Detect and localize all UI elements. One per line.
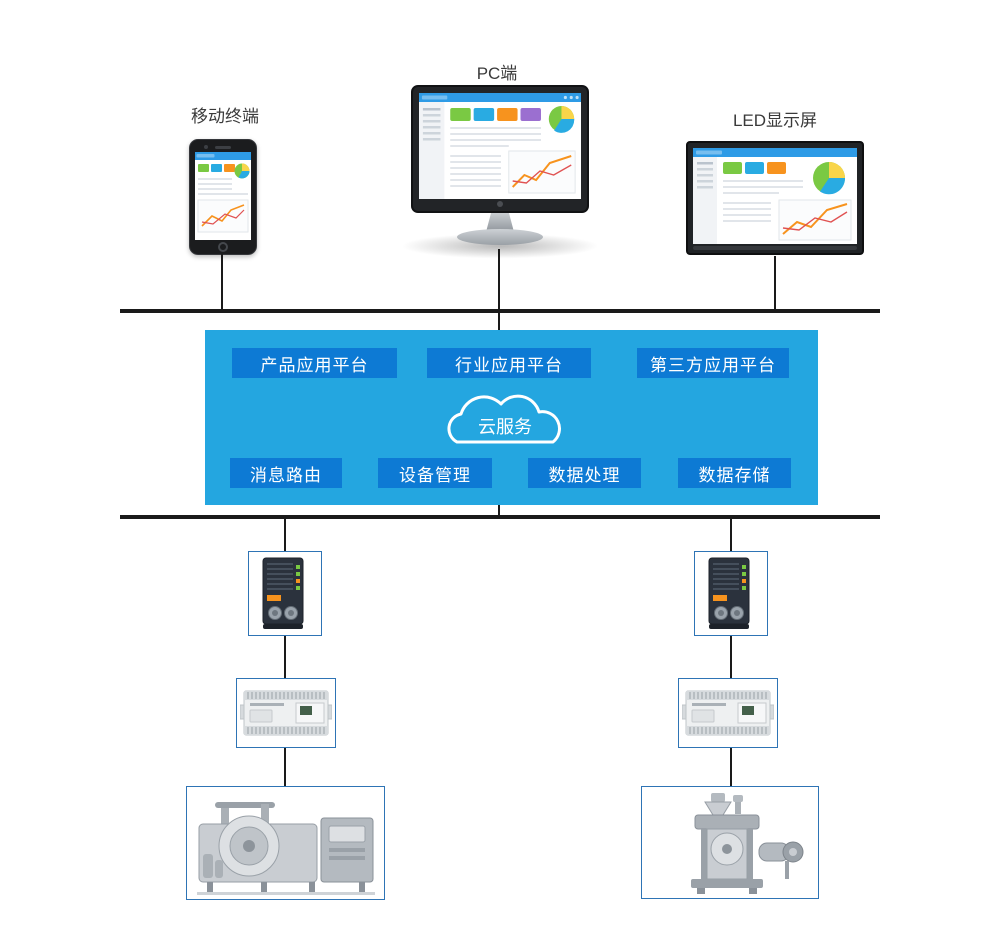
phone-speaker — [215, 146, 231, 149]
led-bottom-bezel-bar — [693, 246, 857, 250]
industrial-washer-machine-icon — [196, 802, 375, 895]
connector-bus-to-gateway-left — [284, 519, 286, 552]
connector-led-to-bus — [774, 256, 776, 310]
monitor-frame — [411, 85, 589, 213]
mobile-terminal-label: 移动终端 — [191, 107, 259, 126]
cloud-shape-icon: 云服务 — [447, 394, 561, 444]
bus-line-bottom — [120, 515, 880, 519]
pc-label: PC端 — [476, 64, 518, 83]
led-display-label: LED显示屏 — [732, 111, 818, 130]
platform-block-industry-app: 行业应用平台 — [427, 348, 591, 378]
plc-controller-icon — [240, 690, 332, 736]
phone-camera-dot — [204, 145, 208, 149]
platform-block-device-management: 设备管理 — [378, 458, 492, 488]
platform-block-data-storage: 数据存储 — [678, 458, 791, 488]
platform-block-data-processing: 数据处理 — [528, 458, 641, 488]
iot-gateway-box-left — [248, 551, 322, 636]
led-display-illustration — [686, 141, 864, 255]
machine-box-right — [641, 786, 819, 899]
cloud-service-label: 云服务 — [478, 417, 532, 437]
connector-mobile-to-bus — [221, 254, 223, 310]
connector-pc-to-platform — [498, 249, 500, 330]
platform-block-product-app: 产品应用平台 — [232, 348, 397, 378]
platform-block-message-routing: 消息路由 — [230, 458, 342, 488]
bus-line-top — [120, 309, 880, 313]
connector-bus-to-gateway-right — [730, 519, 732, 552]
connector-gateway-to-plc-left — [284, 636, 286, 679]
plc-controller-box-right — [678, 678, 778, 748]
smartphone-illustration — [189, 139, 257, 255]
platform-block-thirdparty-app: 第三方应用平台 — [637, 348, 789, 378]
iot-gateway-box-right — [694, 551, 768, 636]
connector-plc-to-machine-left — [284, 748, 286, 787]
phone-home-button — [218, 242, 228, 252]
connector-plc-to-machine-right — [730, 748, 732, 787]
cloud-platform-panel: 产品应用平台 行业应用平台 第三方应用平台 云服务 消息路由 设备管理 数据处理… — [205, 330, 818, 505]
iot-gateway-icon — [708, 557, 750, 629]
plc-controller-box-left — [236, 678, 336, 748]
led-dashboard-preview — [693, 148, 857, 244]
phone-dashboard-preview — [195, 152, 251, 240]
monitor-stand-neck — [486, 213, 514, 232]
tablet-press-machine-icon — [691, 792, 804, 894]
smartphone-dashboard-icon — [195, 152, 251, 240]
machine-box-left — [186, 786, 385, 900]
pc-dashboard-preview — [419, 93, 581, 199]
monitor-stand-base — [457, 229, 543, 245]
iot-gateway-icon — [262, 557, 304, 629]
led-screen-dashboard-icon — [693, 148, 857, 244]
desktop-monitor-dashboard-icon — [419, 93, 581, 199]
plc-controller-icon — [682, 690, 774, 736]
connector-platform-to-bus — [498, 505, 500, 519]
monitor-logo-dot — [497, 201, 503, 207]
connector-gateway-to-plc-right — [730, 636, 732, 679]
